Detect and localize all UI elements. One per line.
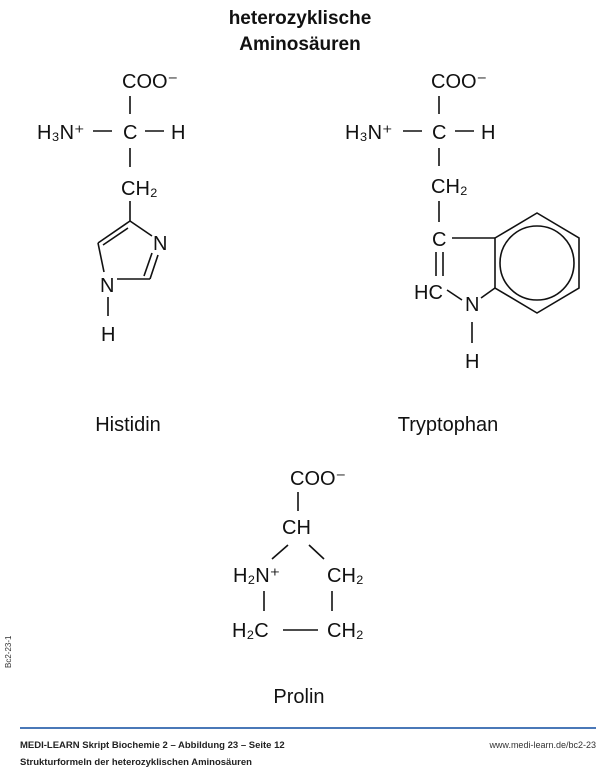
tryptophan-indole-n: N — [465, 294, 479, 316]
footer-url[interactable]: www.medi-learn.de/bc2-23 — [488, 740, 596, 750]
proline-ch2-right: CH₂ — [327, 565, 364, 587]
histidine-ring-n1: N — [100, 275, 114, 297]
bond — [97, 220, 131, 244]
proline-h2c: H₂C — [232, 620, 269, 642]
proline-ch: CH — [282, 517, 311, 539]
tryptophan-alpha-hydrogen: H — [481, 122, 495, 144]
figure-code: Bc2-23-1 — [4, 635, 13, 668]
bond — [149, 254, 159, 280]
proline-amino-group: H₂N⁺ — [233, 565, 280, 587]
bond — [271, 544, 289, 560]
tryptophan-methylene: CH₂ — [431, 176, 468, 198]
histidine-alpha-carbon: C — [123, 122, 137, 144]
proline-carboxylate: COO⁻ — [290, 468, 346, 490]
histidine-structure: COO⁻ H₃N⁺ C H CH₂ N N H — [37, 71, 185, 346]
histidine-carboxylate: COO⁻ — [122, 71, 178, 93]
bond — [129, 220, 153, 237]
tryptophan-structure: COO⁻ H₃N⁺ C H CH₂ C HC N H — [345, 71, 580, 373]
aromatic-circle — [499, 225, 575, 301]
tryptophan-carboxylate: COO⁻ — [431, 71, 487, 93]
bond — [446, 289, 463, 301]
title-line-1: heterozyklische — [229, 8, 372, 29]
tryptophan-label: Tryptophan — [398, 414, 498, 436]
bond — [308, 544, 325, 560]
tryptophan-nh: H — [465, 351, 479, 373]
bond — [480, 287, 496, 299]
footer-subtitle: Strukturformeln der heterozyklischen Ami… — [20, 757, 252, 768]
tryptophan-alpha-carbon: C — [432, 122, 446, 144]
double-bond — [143, 252, 153, 277]
tryptophan-amino-group: H₃N⁺ — [345, 122, 393, 144]
tryptophan-c3: C — [432, 229, 446, 251]
bond — [97, 242, 105, 273]
benzene-ring — [494, 212, 580, 314]
tryptophan-c2: HC — [414, 282, 443, 304]
proline-structure: COO⁻ CH H₂N⁺ CH₂ H₂C CH₂ — [232, 468, 364, 642]
histidine-alpha-hydrogen: H — [171, 122, 185, 144]
histidine-ring-nh: H — [101, 324, 115, 346]
double-bond — [102, 227, 129, 246]
histidine-amino-group: H₃N⁺ — [37, 122, 85, 144]
histidine-methylene: CH₂ — [121, 178, 158, 200]
title-line-2: Aminosäuren — [239, 34, 360, 55]
proline-ch2-bottom: CH₂ — [327, 620, 364, 642]
footer-title: MEDI-LEARN Skript Biochemie 2 – Abbildun… — [20, 740, 285, 751]
proline-label: Prolin — [273, 686, 324, 708]
histidine-ring-n3: N — [153, 233, 167, 255]
histidine-label: Histidin — [95, 414, 161, 436]
